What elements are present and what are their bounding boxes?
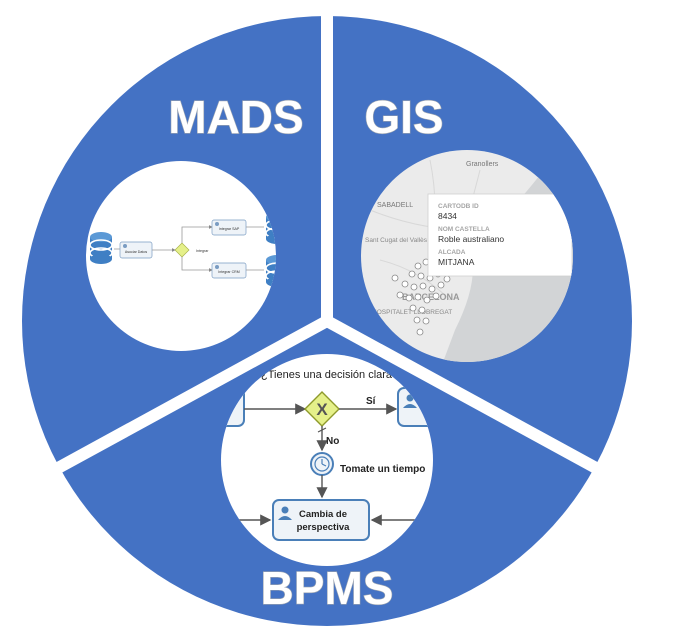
popup-label: NOM CASTELLA: [438, 226, 490, 233]
map-place-label: BARCELONA: [402, 292, 460, 302]
clock-icon: [310, 452, 334, 476]
user-icon: [278, 506, 292, 520]
mads-task-top: [211, 219, 247, 236]
popup-label: ALCADA: [438, 249, 466, 256]
bpms-title: BPMS: [261, 562, 394, 614]
mads-start-task-label: Asociar Datos: [125, 250, 148, 254]
popup-value: 8434: [438, 211, 457, 221]
bpms-gateway: X: [304, 391, 340, 427]
mads-task-bottom-label: Integrar CRM: [218, 270, 240, 274]
map-info-popup: CARTODB ID 8434 NOM CASTELLA Roble austr…: [427, 193, 573, 277]
bpms-main-task: [272, 499, 370, 541]
map-place-label: HOSPITALET LLOBREGAT: [372, 309, 452, 316]
popup-value: MITJANA: [438, 257, 475, 267]
bpms-question: ¿Tienes una decisión clara?: [261, 369, 398, 381]
gis-title: GIS: [364, 91, 443, 143]
map-place-label: SABADELL: [377, 202, 413, 209]
mads-title: MADS: [168, 91, 303, 143]
bpms-timer-label: Tomate un tiempo: [340, 464, 425, 475]
svg-text:X: X: [316, 400, 328, 419]
bpms-yes-label: Sí: [366, 396, 377, 407]
database-icon: [89, 232, 113, 264]
popup-value: Roble australiano: [438, 234, 504, 244]
bpms-task-label-line2: perspectiva: [297, 522, 351, 533]
database-icon: [265, 255, 276, 287]
bpms-no-label: No: [326, 436, 339, 447]
mads-task-top-label: Integrar SAP: [219, 227, 240, 231]
bpms-task-label-line1: Cambia de: [299, 509, 347, 520]
popup-label: CARTODB ID: [438, 203, 479, 210]
mads-gateway-label: Integrar: [196, 249, 209, 253]
mads-task-bottom: [211, 262, 247, 279]
map-place-label: Granollers: [466, 161, 499, 168]
segment-separators: [55, 8, 599, 474]
map-place-label: Sant Cugat del Vallès: [365, 237, 428, 244]
